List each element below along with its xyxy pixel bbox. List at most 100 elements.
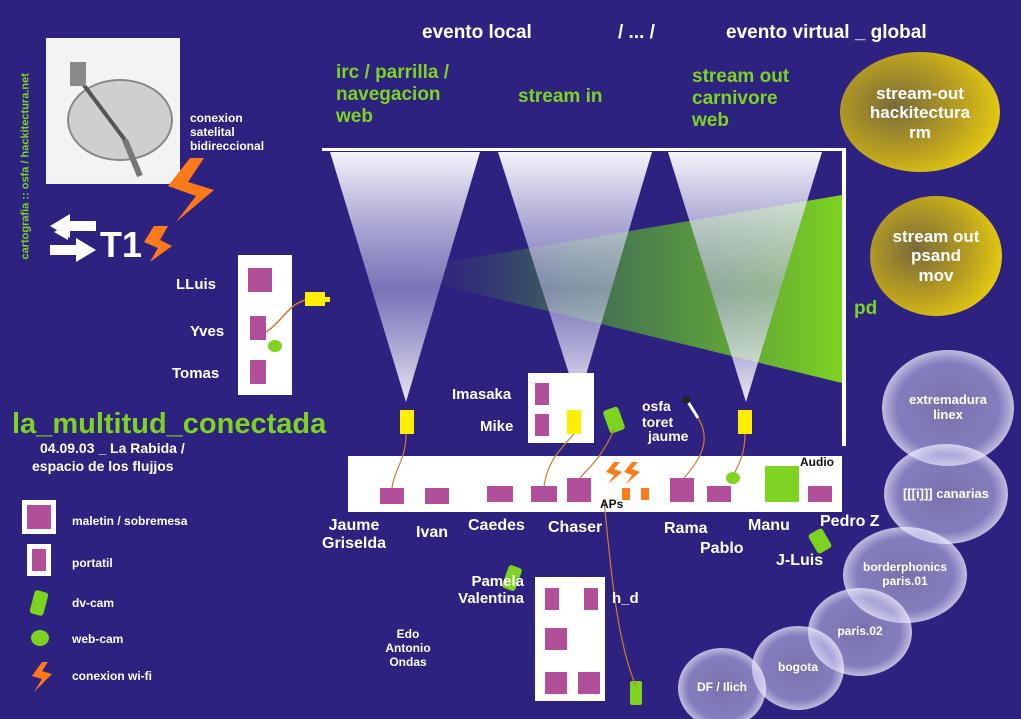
- person-jluis: J-Luis: [776, 552, 824, 569]
- person-pedro: Pedro Z: [820, 513, 880, 530]
- right-bar: [842, 148, 846, 446]
- laptop-desktop-icon: [567, 478, 591, 502]
- camera-icon: [400, 410, 414, 434]
- header-evento-global: evento virtual _ global: [726, 22, 927, 43]
- legend-label-portatil: portatil: [72, 556, 113, 570]
- person-toret: toret: [642, 414, 674, 430]
- laptop-icon: [535, 414, 549, 436]
- laptop-desktop-icon: [531, 486, 557, 502]
- dv-cam-icon: [630, 681, 642, 705]
- t1-label: T1: [100, 224, 143, 265]
- satellite-label: conexion satelital bidireccional: [190, 111, 265, 153]
- remote-node-df: DF / Ilich: [696, 680, 747, 695]
- cone-stream-out: [668, 152, 822, 402]
- wifi-icon: [168, 158, 214, 222]
- laptop-icon: [250, 316, 266, 340]
- legend-label-dvcam: dv-cam: [72, 596, 115, 610]
- web-cam-icon: [31, 630, 49, 646]
- laptop-icon: [250, 360, 266, 384]
- gold-node-psand: stream out psand mov: [892, 226, 980, 285]
- header-evento-local: evento local: [422, 22, 532, 43]
- person-chaser: Chaser: [548, 519, 603, 536]
- aps-label: APs: [600, 497, 624, 511]
- laptop-desktop-icon: [487, 486, 513, 502]
- person-manu: Manu: [748, 517, 790, 534]
- legend-label-webcam: web-cam: [72, 632, 124, 646]
- stream-in-label: stream in: [518, 86, 603, 107]
- laptop-desktop-icon: [545, 672, 567, 694]
- remote-node-ellipse: [752, 626, 844, 710]
- event-subtitle: espacio de los flujjos: [32, 458, 174, 474]
- camera-icon: [738, 410, 752, 434]
- person-tomas: Tomas: [172, 365, 220, 382]
- remote-node-ellipse: [884, 444, 1008, 544]
- legend-label-wifi: conexion wi-fi: [72, 669, 153, 683]
- laptop-desktop-icon: [670, 478, 694, 502]
- dv-cam-icon: [603, 406, 625, 434]
- laptop-icon: [32, 549, 46, 571]
- wifi-icon: [32, 662, 52, 692]
- microphone-icon: [686, 401, 700, 419]
- person-ivan: Ivan: [416, 524, 449, 541]
- person-jaume-osfa: jaume: [648, 428, 689, 444]
- gold-node-ellipse: [870, 196, 1002, 316]
- remote-node-canarias: [[[i]]] canarias: [903, 485, 989, 501]
- person-imasaka: Imasaka: [452, 386, 512, 403]
- person-jaume-griselda: Jaume Griselda: [322, 517, 387, 553]
- person-caedes: Caedes: [468, 517, 525, 534]
- t1-arrows-icon: [50, 214, 96, 262]
- camera-icon: [305, 292, 325, 306]
- satellite-dish-icon: [46, 38, 180, 184]
- person-rama: Rama: [664, 520, 708, 537]
- laptop-icon: [545, 588, 559, 610]
- stream-out-label: stream out carnivore web: [692, 66, 790, 131]
- credit-text: cartografia :: osfa / hackitectura.net: [19, 73, 32, 260]
- wifi-icon: [606, 462, 622, 484]
- laptop-desktop-icon: [248, 268, 272, 292]
- person-mike: Mike: [480, 418, 514, 435]
- header-bar: [322, 148, 846, 151]
- wifi-icon: [144, 226, 172, 262]
- person-hd: h_d: [612, 590, 639, 607]
- remote-node-paris02: paris.02: [837, 624, 883, 639]
- laptop-desktop-icon: [808, 486, 832, 502]
- gold-node-ellipse: [840, 52, 1000, 172]
- laptop-desktop-icon: [707, 486, 731, 502]
- audio-label: Audio: [800, 455, 834, 469]
- access-point-icon: [641, 488, 649, 500]
- person-edo-antonio-ondas: Edo Antonio Ondas: [385, 627, 431, 669]
- remote-node-bogota: bogota: [778, 660, 818, 675]
- page-title: la_multitud_conectada: [12, 408, 327, 440]
- laptop-desktop-icon: [425, 488, 449, 504]
- remote-node-paris01: borderphonics paris.01: [862, 560, 947, 588]
- web-cam-icon: [268, 340, 282, 352]
- wifi-icon: [624, 462, 640, 484]
- dv-cam-icon: [808, 528, 832, 554]
- remote-node-ellipse: [678, 648, 766, 719]
- laptop-desktop-icon: [27, 505, 51, 529]
- laptop-desktop-icon: [545, 628, 567, 650]
- header-separator: / ... /: [618, 22, 655, 43]
- laptop-icon: [584, 588, 598, 610]
- cone-irc: [330, 152, 480, 402]
- gold-node-hackitectura: stream-out hackitectura rm: [869, 83, 971, 142]
- event-date: 04.09.03 _ La Rabida /: [40, 440, 185, 456]
- person-yves: Yves: [190, 323, 225, 340]
- person-lluis: LLuis: [176, 276, 216, 293]
- person-osfa: osfa: [642, 398, 671, 414]
- dv-cam-icon: [502, 565, 522, 591]
- audio-box: [765, 466, 799, 502]
- access-point-icon: [622, 488, 630, 500]
- dv-cam-icon: [29, 590, 49, 616]
- person-pamela-valentina: Pamela Valentina: [458, 573, 524, 608]
- laptop-desktop-icon: [380, 488, 404, 504]
- cone-stream-in: [498, 152, 652, 402]
- irc-label: irc / parrilla / navegacion web: [336, 62, 449, 127]
- remote-node-ellipse: [882, 350, 1014, 466]
- remote-node-extremadura: extremadura linex: [908, 392, 988, 422]
- laptop-desktop-icon: [578, 672, 600, 694]
- pd-label: pd: [854, 298, 878, 319]
- person-pablo: Pablo: [700, 540, 744, 557]
